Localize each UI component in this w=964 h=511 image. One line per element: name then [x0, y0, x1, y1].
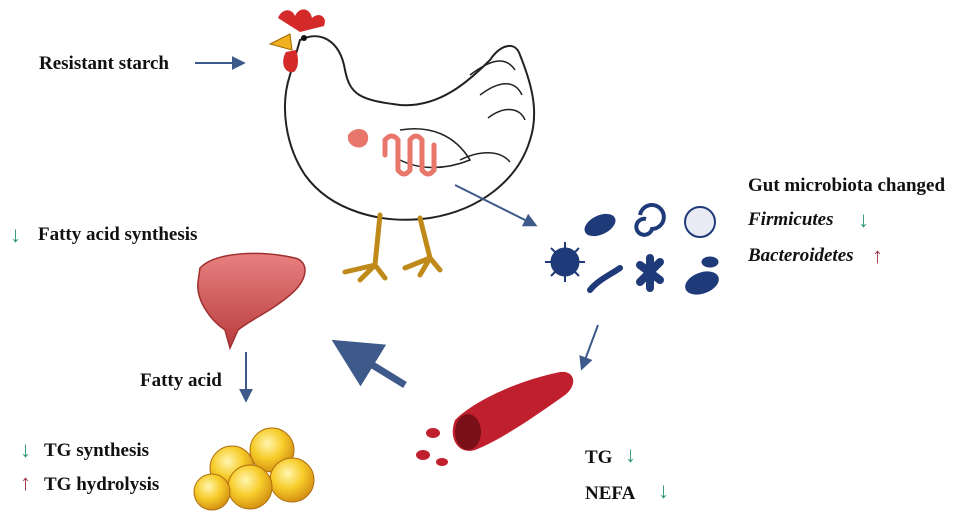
fatty-acid-synthesis-down-icon: ↓: [10, 222, 21, 248]
arrow-microbes-to-blood: [582, 325, 598, 368]
bacteroidetes-label: Bacteroidetes: [748, 245, 854, 267]
tg-hydrolysis-label: TG hydrolysis: [44, 474, 159, 496]
chicken-icon: [270, 9, 534, 280]
tg-synthesis-label: TG synthesis: [44, 440, 149, 462]
input-label: Resistant starch: [39, 53, 169, 75]
fatty-acid-synthesis-label: Fatty acid synthesis: [38, 224, 197, 246]
bacteroidetes-up-icon: ↑: [872, 243, 883, 269]
gut-microbiota-title: Gut microbiota changed: [748, 175, 945, 197]
tg-synthesis-down-icon: ↓: [20, 437, 31, 463]
blood-tg-down-icon: ↓: [625, 442, 636, 468]
tg-hydrolysis-up-icon: ↑: [20, 470, 31, 496]
arrow-blood-to-liver: [340, 345, 405, 385]
fatty-acid-label: Fatty acid: [140, 370, 222, 392]
nefa-label: NEFA: [585, 483, 635, 505]
firmicutes-down-icon: ↓: [858, 207, 869, 233]
liver-icon: [198, 253, 305, 348]
firmicutes-label: Firmicutes: [748, 209, 834, 231]
blood-vessel-icon: [416, 372, 573, 466]
microbe-cluster-icon: [545, 205, 721, 298]
blood-tg-label: TG: [585, 447, 612, 469]
fat-cells-icon: [194, 428, 314, 510]
nefa-down-icon: ↓: [658, 478, 669, 504]
